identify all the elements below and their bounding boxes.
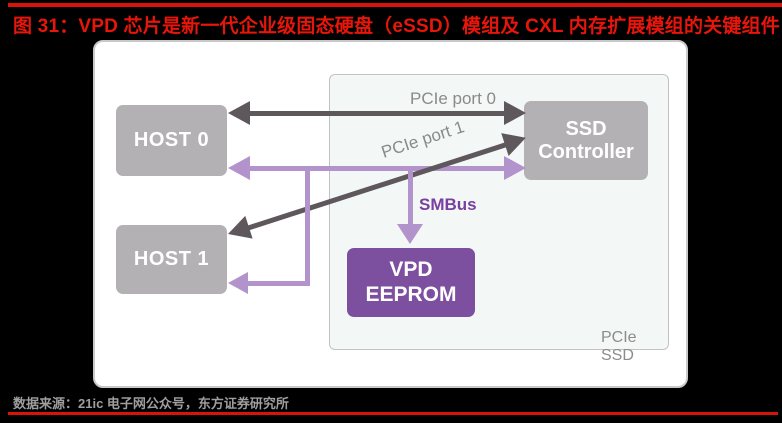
arrowhead-right-icon — [504, 156, 526, 180]
ssd-controller-label: SSD Controller — [538, 117, 634, 163]
arrow-shaft — [246, 165, 508, 171]
pcie-ssd-label: PCIe SSD — [601, 329, 637, 364]
host1-branch-hline — [248, 281, 310, 286]
smbus-branch-line — [408, 168, 413, 226]
host1-branch-vline — [305, 168, 310, 283]
figure-panel: PCIe SSD HOST 0 HOST 1 SSD Controller VP… — [93, 40, 688, 388]
arrowhead-left-icon — [224, 215, 253, 246]
host1-box: HOST 1 — [116, 225, 227, 294]
arrowhead-left-icon — [228, 101, 250, 125]
bottom-red-rule — [8, 412, 778, 415]
arrowhead-right-icon — [504, 101, 526, 125]
pcie-port0-label: PCIe port 0 — [410, 89, 496, 108]
vpd-eeprom-label: VPD EEPROM — [365, 258, 457, 306]
smbus-label: SMBus — [419, 195, 477, 214]
data-source-note: 数据来源：21ic 电子网公众号，东方证券研究所 — [13, 396, 289, 411]
host0-smbus-bus-arrow — [228, 156, 526, 180]
smbus-arrowhead-down-icon — [397, 224, 423, 244]
pcie-port0-arrow — [228, 101, 526, 125]
arrowhead-left-icon — [228, 156, 250, 180]
ssd-controller-box: SSD Controller — [524, 101, 648, 180]
vpd-eeprom-box: VPD EEPROM — [347, 248, 475, 317]
host1-arrowhead-left-icon — [228, 272, 248, 294]
arrow-shaft — [246, 110, 508, 116]
host0-label: HOST 0 — [133, 129, 210, 151]
top-red-rule — [8, 3, 782, 7]
host0-box: HOST 0 — [116, 105, 227, 176]
figure-title: 图 31：VPD 芯片是新一代企业级固态硬盘（eSSD）模组及 CXL 内存扩展… — [13, 16, 781, 37]
host1-label: HOST 1 — [133, 248, 210, 270]
